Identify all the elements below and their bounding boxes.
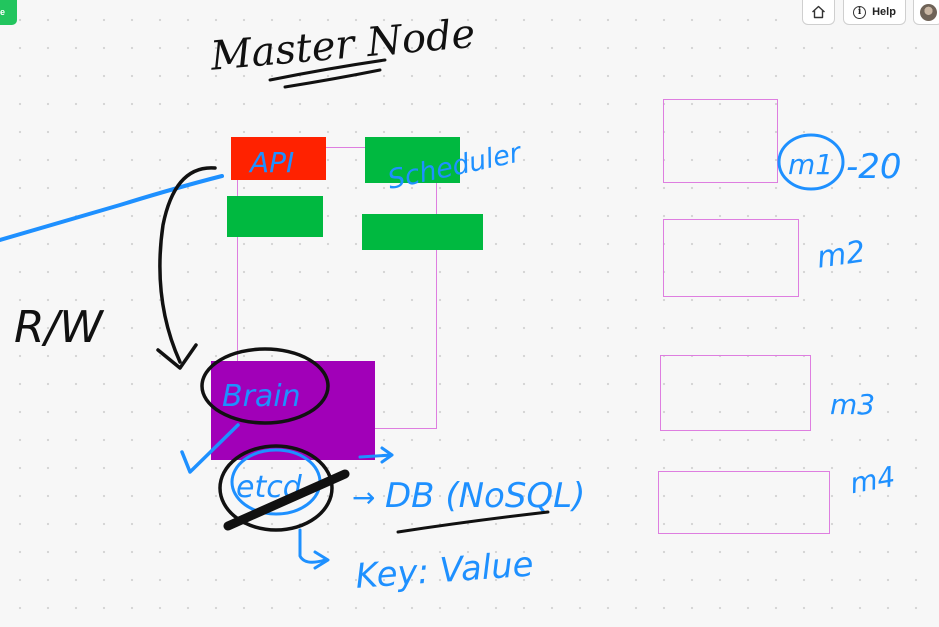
read-write-label[interactable]: R/W — [14, 302, 104, 353]
api-box[interactable] — [231, 137, 326, 180]
api-to-brain-arrowhead[interactable] — [156, 343, 198, 370]
scheduler-box[interactable] — [365, 137, 460, 183]
info-icon: i — [853, 5, 867, 19]
brain-circle[interactable] — [200, 347, 330, 425]
title-underline[interactable] — [268, 58, 387, 89]
node4-label[interactable]: m4 — [848, 460, 898, 500]
db-label[interactable]: DB (NoSQL) — [385, 476, 585, 516]
scheduler-label[interactable]: Scheduler — [385, 137, 526, 196]
key-value-label[interactable]: Key: Value — [354, 545, 535, 597]
client-line[interactable] — [0, 174, 224, 242]
brain-box[interactable] — [211, 361, 375, 460]
etcd-circle-outer[interactable] — [218, 444, 334, 532]
api-label[interactable]: API — [248, 146, 294, 179]
home-button[interactable] — [802, 0, 835, 25]
green-box-right[interactable] — [362, 214, 483, 250]
db-arrow[interactable]: → — [352, 481, 375, 514]
small-arrow[interactable] — [358, 446, 394, 464]
node1-count-label[interactable]: -20 — [846, 147, 902, 187]
db-underline[interactable] — [396, 510, 550, 534]
worker-node-1-box[interactable] — [663, 99, 778, 183]
app-tab[interactable]: te — [0, 0, 17, 25]
node1-circle[interactable] — [777, 133, 845, 191]
help-label: Help — [872, 6, 896, 18]
kv-arrow[interactable] — [298, 528, 330, 570]
worker-node-2-box[interactable] — [663, 219, 799, 297]
check-stroke[interactable] — [180, 423, 240, 474]
api-to-brain-arrow[interactable] — [158, 166, 217, 364]
green-box-left[interactable] — [227, 196, 323, 237]
user-menu-button[interactable] — [913, 0, 939, 25]
worker-node-3-box[interactable] — [660, 355, 811, 431]
avatar-icon — [919, 3, 937, 21]
home-icon — [812, 5, 825, 19]
node3-label[interactable]: m3 — [830, 388, 875, 421]
node2-label[interactable]: m2 — [815, 234, 868, 275]
etcd-strike[interactable] — [223, 469, 350, 531]
master-node-title[interactable]: Master Node — [208, 11, 477, 80]
node1-label[interactable]: m1 — [788, 148, 833, 181]
brain-label[interactable]: Brain — [222, 379, 301, 414]
help-button[interactable]: i Help — [843, 0, 906, 25]
worker-node-4-box[interactable] — [658, 471, 830, 534]
